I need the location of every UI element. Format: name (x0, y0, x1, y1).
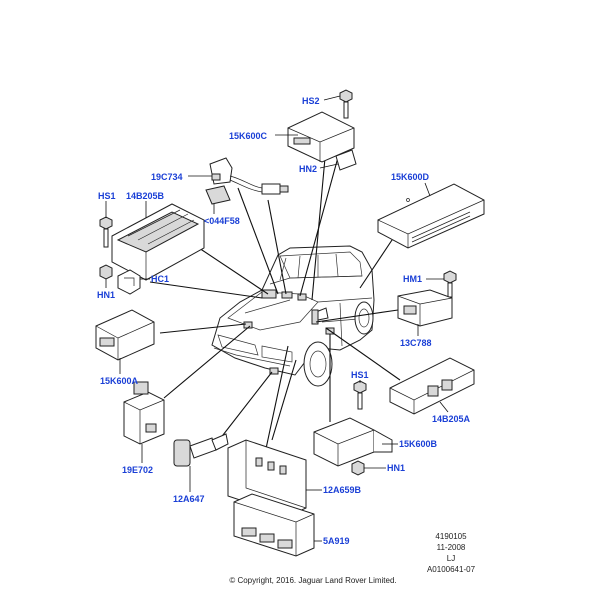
copyright-text: © Copyright, 2016. Jaguar Land Rover Lim… (229, 576, 396, 585)
label-14b205a: 14B205A (432, 414, 471, 424)
label-12a659b: 12A659B (323, 485, 362, 495)
label-hs1-left: HS1 (98, 191, 116, 201)
label-19e702: 19E702 (122, 465, 153, 475)
label-15k600c: 15K600C (229, 131, 268, 141)
meta-line-4: A0100641-07 (427, 565, 476, 574)
label-13c788: 13C788 (400, 338, 432, 348)
label-hn1-right: HN1 (387, 463, 405, 473)
15k600d-module-part (377, 183, 485, 249)
hm1-bolt-part (443, 270, 457, 298)
label-15k600d: 15K600D (391, 172, 430, 182)
044f58-pad-part (205, 185, 231, 205)
label-14b205b: 14B205B (126, 191, 165, 201)
15k600c-module-part (287, 111, 357, 171)
label-15k600a: 15K600A (100, 376, 139, 386)
14b205a-module-part (389, 357, 475, 415)
hn1-left-nut-part (99, 264, 113, 280)
hs1-left-bolt-part (99, 216, 113, 248)
19c734-sensor-part (209, 157, 289, 195)
14b205b-module-part (111, 203, 205, 281)
hn1-right-nut-part (351, 460, 365, 476)
15k600a-module-part (95, 309, 155, 361)
label-044f58: <044F58 (204, 216, 240, 226)
meta-line-1: 4190105 (435, 532, 467, 541)
hc1-clip-part (117, 269, 141, 295)
5a919-module-part (233, 493, 315, 557)
vehicle-illustration (211, 245, 375, 387)
label-hm1: HM1 (403, 274, 422, 284)
label-hs2: HS2 (302, 96, 320, 106)
hs2-bolt-part (339, 89, 353, 119)
19e702-sensor-part (123, 381, 165, 445)
drawing-metadata: 4190105 11-2008 LJ A0100641-07 © Copyrig… (229, 532, 475, 585)
location-guide-lines (149, 149, 401, 459)
label-15k600b: 15K600B (399, 439, 438, 449)
12a647-sensor-part (173, 433, 229, 467)
label-hn1-left: HN1 (97, 290, 115, 300)
meta-line-3: LJ (447, 554, 455, 563)
meta-line-2: 11-2008 (437, 543, 466, 552)
part-labels: HS2 15K600C 19C734 HN2 15K600D HS1 14B20… (97, 96, 471, 546)
label-12a647: 12A647 (173, 494, 205, 504)
15k600b-module-part (313, 417, 393, 467)
hs1-right-bolt-part (353, 380, 367, 410)
label-hc1: HC1 (151, 274, 169, 284)
label-hn2: HN2 (299, 164, 317, 174)
label-leader-lines (105, 95, 449, 542)
label-hs1-right: HS1 (351, 370, 369, 380)
label-5a919: 5A919 (323, 536, 350, 546)
13c788-module-part (397, 289, 453, 327)
label-19c734: 19C734 (151, 172, 183, 182)
